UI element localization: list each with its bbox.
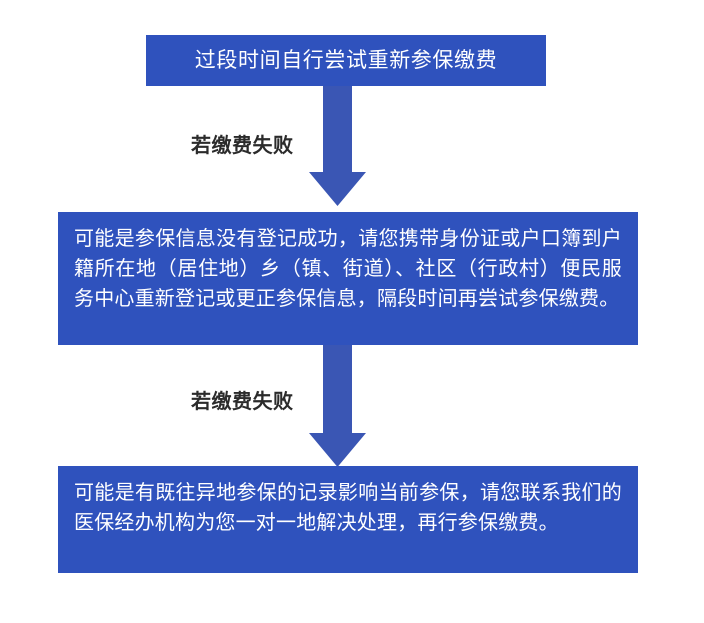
down-arrow-connector-1	[309, 84, 366, 206]
down-arrow-connector-2	[309, 344, 366, 467]
contact-advice-node: 可能是有既往异地参保的记录影响当前参保，请您联系我们的医保经办机构为您一对一地解…	[58, 466, 638, 573]
retry-payment-node-text: 过段时间自行尝试重新参保缴费	[194, 49, 498, 72]
contact-advice-node-text: 可能是有既往异地参保的记录影响当前参保，请您联系我们的医保经办机构为您一对一地解…	[74, 482, 622, 534]
registration-advice-node-text: 可能是参保信息没有登记成功，请您携带身份证或户口簿到户籍所在地（居住地）乡（镇、…	[74, 228, 622, 310]
edge-label-payment-failed-2: 若缴费失败	[191, 391, 294, 413]
registration-advice-node: 可能是参保信息没有登记成功，请您携带身份证或户口簿到户籍所在地（居住地）乡（镇、…	[58, 212, 638, 345]
retry-payment-node: 过段时间自行尝试重新参保缴费	[146, 35, 546, 86]
down-arrow-icon	[309, 344, 366, 467]
down-arrow-icon	[309, 84, 366, 206]
edge-label-payment-failed-1: 若缴费失败	[191, 135, 294, 157]
